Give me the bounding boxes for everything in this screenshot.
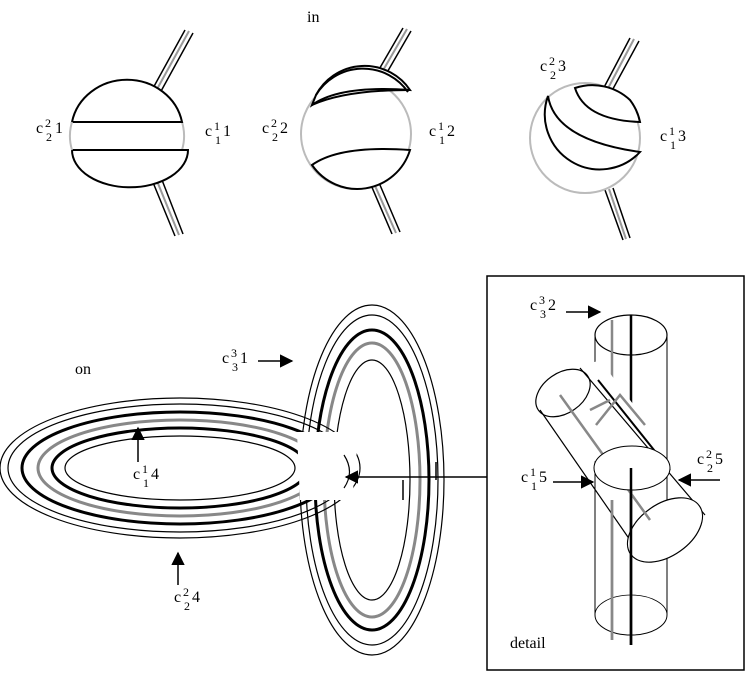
svg-text:2: 2 [280, 120, 288, 137]
svg-text:c: c [205, 123, 212, 140]
sphere-2 [300, 27, 412, 235]
svg-text:1: 1 [214, 119, 220, 133]
svg-text:c: c [262, 120, 269, 137]
svg-text:2: 2 [707, 461, 713, 475]
svg-text:3: 3 [231, 346, 237, 360]
svg-text:1: 1 [531, 479, 537, 493]
sphere-1 [69, 29, 194, 237]
svg-text:3: 3 [232, 360, 238, 374]
svg-text:5: 5 [539, 469, 547, 486]
svg-text:2: 2 [46, 130, 52, 144]
label-c13: c 1 1 3 [660, 124, 686, 152]
label-c15: c 1 1 5 [521, 465, 547, 493]
svg-text:2: 2 [183, 585, 189, 599]
vertical-ring [299, 304, 445, 656]
svg-text:1: 1 [438, 119, 444, 133]
svg-text:1: 1 [439, 133, 445, 147]
svg-text:3: 3 [539, 293, 545, 307]
label-c24: c 2 2 4 [174, 585, 200, 613]
label-on: on [75, 361, 91, 378]
svg-text:c: c [429, 123, 436, 140]
svg-text:1: 1 [55, 120, 63, 137]
svg-text:c: c [697, 451, 704, 468]
label-c21: c 2 2 1 [36, 116, 63, 144]
svg-text:2: 2 [271, 116, 277, 130]
svg-text:2: 2 [549, 54, 555, 68]
svg-text:1: 1 [530, 465, 536, 479]
svg-text:3: 3 [678, 128, 686, 145]
svg-text:2: 2 [550, 68, 556, 82]
svg-text:c: c [660, 128, 667, 145]
svg-text:1: 1 [670, 138, 676, 152]
label-c22: c 2 2 2 [262, 116, 288, 144]
svg-text:1: 1 [240, 350, 248, 367]
svg-text:4: 4 [151, 466, 159, 483]
label-c11: c 1 1 1 [205, 119, 231, 147]
label-in: in [307, 9, 319, 26]
label-c25: c 2 2 5 [697, 447, 723, 475]
svg-text:c: c [540, 58, 547, 75]
svg-text:3: 3 [558, 58, 566, 75]
svg-text:1: 1 [142, 462, 148, 476]
svg-text:2: 2 [447, 123, 455, 140]
label-c12: c 1 1 2 [429, 119, 455, 147]
svg-text:c: c [222, 350, 229, 367]
svg-text:2: 2 [548, 297, 556, 314]
svg-text:4: 4 [192, 589, 200, 606]
svg-text:1: 1 [223, 123, 231, 140]
svg-text:2: 2 [706, 447, 712, 461]
svg-text:1: 1 [669, 124, 675, 138]
svg-text:2: 2 [272, 130, 278, 144]
svg-text:c: c [133, 466, 140, 483]
svg-text:c: c [174, 589, 181, 606]
svg-text:c: c [530, 297, 537, 314]
svg-text:2: 2 [45, 116, 51, 130]
svg-text:c: c [521, 469, 528, 486]
label-c23: c 2 2 3 [540, 54, 566, 82]
label-c31: c 3 3 1 [222, 346, 248, 374]
svg-text:c: c [36, 120, 43, 137]
svg-text:1: 1 [215, 133, 221, 147]
tilted-cylinder [535, 360, 706, 645]
sphere-3 [529, 37, 643, 241]
label-c14: c 1 1 4 [133, 462, 159, 490]
svg-text:3: 3 [540, 307, 546, 321]
occlusion-patch [297, 432, 358, 500]
label-c32: c 3 3 2 [530, 293, 556, 321]
label-detail: detail [510, 635, 546, 652]
svg-text:2: 2 [184, 599, 190, 613]
svg-text:1: 1 [143, 476, 149, 490]
svg-text:5: 5 [715, 451, 723, 468]
